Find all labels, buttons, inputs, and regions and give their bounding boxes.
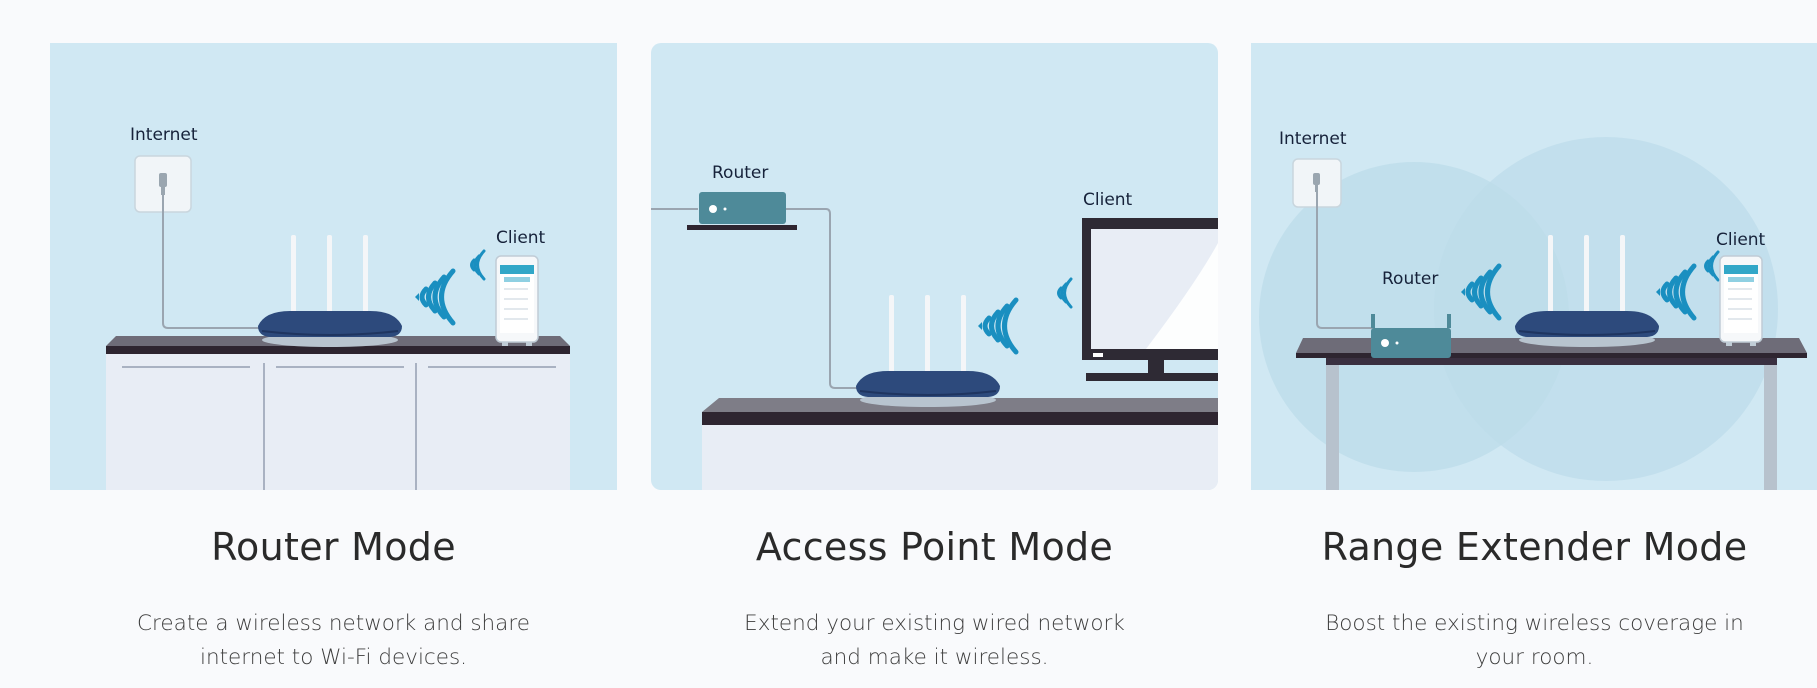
range-extender-mode-description-wrap: Boost the existing wireless coverage in … bbox=[1251, 607, 1817, 675]
wifi-router-icon bbox=[258, 235, 402, 347]
wall-socket-icon bbox=[134, 155, 192, 213]
access-point-mode-illustration: Router Client bbox=[651, 43, 1218, 490]
range-extender-mode-title: Range Extender Mode bbox=[1321, 525, 1748, 569]
range-extender-mode-scene: Internet Router Client bbox=[1259, 129, 1807, 490]
smartphone-icon bbox=[495, 255, 539, 346]
router-mode-description-wrap: Create a wireless network and share inte… bbox=[50, 607, 617, 675]
client-label: Client bbox=[496, 228, 546, 248]
range-extender-mode-illustration: Internet Router Client bbox=[1251, 43, 1817, 490]
smartphone-icon bbox=[1719, 255, 1763, 346]
access-point-mode-title: Access Point Mode bbox=[755, 525, 1114, 569]
upstream-router-icon bbox=[1371, 314, 1451, 358]
access-point-mode-description-wrap: Extend your existing wired network and m… bbox=[651, 607, 1218, 675]
upstream-router-icon bbox=[651, 192, 797, 230]
range-extender-mode-description: Boost the existing wireless coverage in … bbox=[1325, 611, 1744, 670]
client-wifi-signal-icon bbox=[470, 249, 486, 281]
client-wifi-signal-icon bbox=[1704, 250, 1720, 282]
wifi-signal-icon bbox=[415, 268, 456, 326]
desk bbox=[702, 398, 1218, 490]
router-mode-description: Create a wireless network and share inte… bbox=[137, 611, 530, 670]
wifi-signal-icon bbox=[1656, 263, 1697, 321]
router-label: Router bbox=[1382, 269, 1438, 289]
client-wifi-signal-icon bbox=[1057, 277, 1073, 309]
internet-label: Internet bbox=[130, 125, 198, 145]
router-mode-scene: Internet Client bbox=[106, 125, 570, 490]
access-point-mode-description: Extend your existing wired network and m… bbox=[744, 611, 1125, 670]
cabinet bbox=[106, 336, 570, 490]
router-label: Router bbox=[712, 163, 768, 183]
router-mode-title: Router Mode bbox=[211, 525, 456, 569]
access-point-mode-scene: Router Client bbox=[651, 163, 1218, 490]
client-label: Client bbox=[1716, 230, 1766, 250]
router-mode-illustration: Internet Client bbox=[50, 43, 617, 490]
wifi-router-icon bbox=[1515, 235, 1659, 347]
monitor-icon bbox=[1082, 218, 1218, 381]
wifi-router-icon bbox=[856, 295, 1000, 407]
router-wifi-signal-icon bbox=[1461, 263, 1502, 321]
wifi-signal-icon bbox=[978, 297, 1019, 355]
client-label: Client bbox=[1083, 190, 1133, 210]
internet-label: Internet bbox=[1279, 129, 1347, 149]
